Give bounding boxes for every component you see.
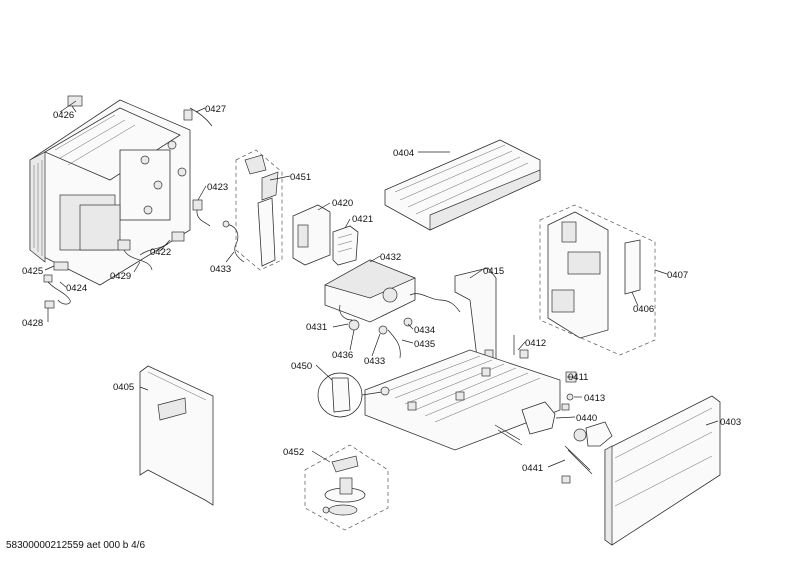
housing-frame xyxy=(29,95,245,309)
base-tray xyxy=(364,349,561,451)
label-0423: 0423 xyxy=(207,182,228,193)
part-0403 xyxy=(604,395,721,546)
part-0407 xyxy=(539,204,656,356)
label-0415: 0415 xyxy=(483,266,504,277)
label-0406: 0406 xyxy=(633,304,654,315)
label-0407: 0407 xyxy=(667,270,688,281)
label-0427: 0427 xyxy=(205,104,226,115)
label-0433-center: 0433 xyxy=(364,356,385,367)
label-0433-left: 0433 xyxy=(210,264,231,275)
label-0452: 0452 xyxy=(283,447,304,458)
label-0421: 0421 xyxy=(352,214,373,225)
label-0428: 0428 xyxy=(22,318,43,329)
label-0405: 0405 xyxy=(113,382,134,393)
leader-lines xyxy=(44,105,719,468)
label-0441: 0441 xyxy=(522,463,543,474)
part-0450 xyxy=(317,372,390,418)
label-0434: 0434 xyxy=(414,325,435,336)
label-0412: 0412 xyxy=(525,338,546,349)
part-0415 xyxy=(454,267,497,367)
part-0404 xyxy=(384,139,541,231)
label-0435: 0435 xyxy=(414,339,435,350)
label-0426: 0426 xyxy=(53,110,74,121)
label-0424: 0424 xyxy=(66,283,87,294)
label-0403: 0403 xyxy=(720,417,741,428)
label-0404: 0404 xyxy=(393,148,414,159)
label-0431: 0431 xyxy=(306,322,327,333)
label-0413: 0413 xyxy=(584,393,605,404)
label-0432: 0432 xyxy=(380,252,401,263)
part-labels: 0426 0427 0423 0451 0404 0420 0421 0425 … xyxy=(22,104,741,474)
part-0405 xyxy=(139,365,214,506)
part-0440 xyxy=(494,401,613,484)
part-0452 xyxy=(304,444,389,531)
label-0436: 0436 xyxy=(332,350,353,361)
label-0425: 0425 xyxy=(22,266,43,277)
label-0422: 0422 xyxy=(150,247,171,258)
part-0432 xyxy=(324,259,461,359)
label-0411: 0411 xyxy=(568,372,588,383)
label-0440: 0440 xyxy=(576,413,597,424)
part-0451 xyxy=(235,149,283,271)
part-0420-0421 xyxy=(292,204,359,266)
document-footer: 58300000212559 aet 000 b 4/6 xyxy=(6,540,146,551)
label-0429: 0429 xyxy=(110,271,131,282)
label-0450: 0450 xyxy=(291,361,312,372)
label-0420: 0420 xyxy=(332,198,353,209)
label-0451: 0451 xyxy=(290,172,311,183)
